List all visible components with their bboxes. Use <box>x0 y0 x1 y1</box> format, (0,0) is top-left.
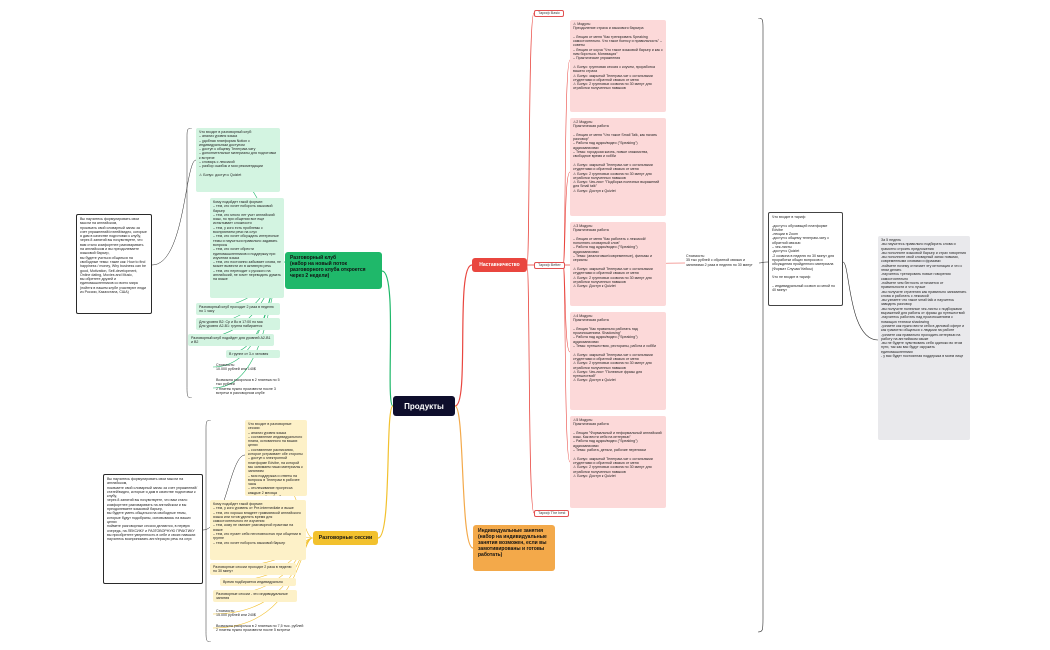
tariff-included-text: Что входит в тариф: -доступ к обучающей … <box>772 215 835 293</box>
club-item-levels[interactable]: Разговорный клуб подойдет для уровней A2… <box>188 334 274 346</box>
sessions-item-price[interactable]: Стоимость: 15.000 рублей или 240$ <box>213 607 273 619</box>
sessions-node[interactable]: Разговорные сессии <box>313 531 378 545</box>
sessions-item-individual-text: Разговорные сессии - это индивидуальные … <box>216 592 288 601</box>
sessions-title: Разговорные сессии <box>318 534 373 541</box>
link-center-individual <box>454 405 474 549</box>
individual-node[interactable]: Индивидуальные занятия (набор на индивид… <box>473 525 555 571</box>
club-node[interactable]: Разговорный клуб (набор на новый поток р… <box>285 252 382 289</box>
center-title: Продукты <box>404 401 444 411</box>
club-note-text: Вы научитесь формулировать свои мысли на… <box>80 217 147 295</box>
link-center-club <box>381 270 394 407</box>
club-item-included[interactable]: Что входит в разговорный клуб: – анализ … <box>196 128 280 192</box>
sessions-item-installment[interactable]: Возможна рассрочка в 2 платежа по 7,5 ты… <box>213 622 313 638</box>
sessions-item-time[interactable]: Время подбирается индивидуально <box>220 578 296 586</box>
club-item-included-text: Что входит в разговорный клуб: – анализ … <box>199 130 277 177</box>
module-3-card[interactable]: ⚠3 Модуль: Практическая работа – Лекция … <box>570 222 666 306</box>
link-center-mentoring <box>454 264 473 407</box>
sessions-item-audience[interactable]: Кому подойдет такой формат: – тем, у ког… <box>210 500 306 560</box>
link-mentoring-best <box>526 264 535 514</box>
club-item-price[interactable]: Стоимость: 10.000 рублей или 140$ <box>213 361 273 373</box>
club-item-price-text: Стоимость: 10.000 рублей или 140$ <box>216 363 256 372</box>
club-title: Разговорный клуб (набор на новый поток р… <box>290 255 366 279</box>
sessions-item-audience-text: Кому подойдет такой формат: – тем, у ког… <box>213 502 301 545</box>
club-item-audience-text: Кому подойдет такой формат: – тем, кто х… <box>213 200 282 282</box>
module-2-text: ⚠2 Модуль: Практическая работа – Лекция … <box>573 120 660 193</box>
tariff-basic-label: Тариф Basic <box>538 11 560 15</box>
club-item-group-size-text: В группе от 3-х человек <box>229 352 269 356</box>
module-4-text: ⚠4 Модуль: Практическая работа – Лекция … <box>573 314 656 383</box>
club-item-audience[interactable]: Кому подойдет такой формат: – тем, кто х… <box>210 198 284 298</box>
link-included-outcomes <box>842 261 879 341</box>
club-item-group-size[interactable]: В группе от 3-х человек <box>226 350 280 358</box>
sessions-item-price-text: Стоимость: 15.000 рублей или 240$ <box>216 609 256 618</box>
club-item-schedule-text: Для уровня B2: Ср и Вс в 17:00 по мск Дл… <box>199 320 263 329</box>
module-5-card[interactable]: ⚠5 Модуль: Практическая работа – Лекция … <box>570 416 666 508</box>
link-better-modules <box>562 59 571 463</box>
club-item-frequency[interactable]: Разговорный клуб проходит 2 раза в недел… <box>196 303 280 315</box>
club-item-schedule[interactable]: Для уровня B2: Ср и Вс в 17:00 по мск Дл… <box>196 318 280 330</box>
club-bracket <box>186 128 193 398</box>
sessions-item-time-text: Время подбирается индивидуально <box>223 580 283 584</box>
sessions-item-individual[interactable]: Разговорные сессии - это индивидуальные … <box>213 590 297 602</box>
individual-title: Индивидуальные занятия (набор на индивид… <box>478 528 547 558</box>
mentoring-node[interactable]: Наставничество <box>472 258 527 272</box>
club-item-installment-text: Возможна рассрочка в 2 платежа по 5 тыс … <box>216 378 280 395</box>
sessions-item-frequency[interactable]: Разговорные сессии проходят 2 раза в нед… <box>210 563 296 575</box>
sessions-item-frequency-text: Разговорные сессии проходят 2 раза в нед… <box>213 565 292 574</box>
module-1-text: ⚠ Модуль: Преодоление страха и языкового… <box>573 22 663 91</box>
mentoring-cost[interactable]: Стоимость: 35 тыс рублей с обратной связ… <box>685 253 759 275</box>
club-item-levels-text: Разговорный клуб подойдет для уровней A2… <box>191 336 271 345</box>
club-item-installment[interactable]: Возможна рассрочка в 2 платежа по 5 тыс … <box>213 376 285 398</box>
link-mentoring-basic <box>526 12 535 266</box>
tariff-best-label: Тариф The best <box>538 511 566 515</box>
outcomes-card[interactable]: За 5 недель -вы научитесь правильно подб… <box>878 236 970 440</box>
club-note-card[interactable]: Вы научитесь формулировать свои мысли на… <box>76 214 152 314</box>
sessions-note-card[interactable]: Вы научитесь формулировать свои мысли на… <box>103 474 203 584</box>
sessions-item-included[interactable]: Что входит в разговорные сессии: – анали… <box>245 420 307 496</box>
outcomes-text: За 5 недель -вы научитесь правильно подб… <box>881 238 967 359</box>
module-1-card[interactable]: ⚠ Модуль: Преодоление страха и языкового… <box>570 20 666 112</box>
tariff-basic-tag[interactable]: Тариф Basic <box>534 10 564 17</box>
sessions-item-installment-text: Возможна рассрочка в 2 платежа по 7,5 ты… <box>216 624 304 633</box>
mentoring-title: Наставничество <box>479 261 520 268</box>
tariff-better-tag[interactable]: Тариф Better <box>534 262 565 269</box>
tariff-included-card[interactable]: Что входит в тариф: -доступ к обучающей … <box>768 212 843 306</box>
sessions-item-included-text: Что входит в разговорные сессии: – анали… <box>248 422 303 496</box>
tariff-best-tag[interactable]: Тариф The best <box>534 510 570 517</box>
module-2-card[interactable]: ⚠2 Модуль: Практическая работа – Лекция … <box>570 118 666 216</box>
module-5-text: ⚠5 Модуль: Практическая работа – Лекция … <box>573 418 662 478</box>
mentoring-cost-text: Стоимость: 35 тыс рублей с обратной связ… <box>686 254 753 267</box>
module-3-text: ⚠3 Модуль: Практическая работа – Лекция … <box>573 224 653 289</box>
sessions-note-text: Вы научитесь формулировать свои мысли на… <box>107 477 198 542</box>
bracket-shape <box>757 18 764 633</box>
club-item-frequency-text: Разговорный клуб проходит 2 раза в недел… <box>199 305 274 314</box>
link-center-sessions <box>377 405 394 539</box>
center-node-products[interactable]: Продукты <box>393 396 455 416</box>
tariff-better-label: Тариф Better <box>538 263 561 267</box>
sessions-bracket <box>205 420 212 642</box>
module-4-card[interactable]: ⚠4 Модуль: Практическая работа – Лекция … <box>570 312 666 410</box>
